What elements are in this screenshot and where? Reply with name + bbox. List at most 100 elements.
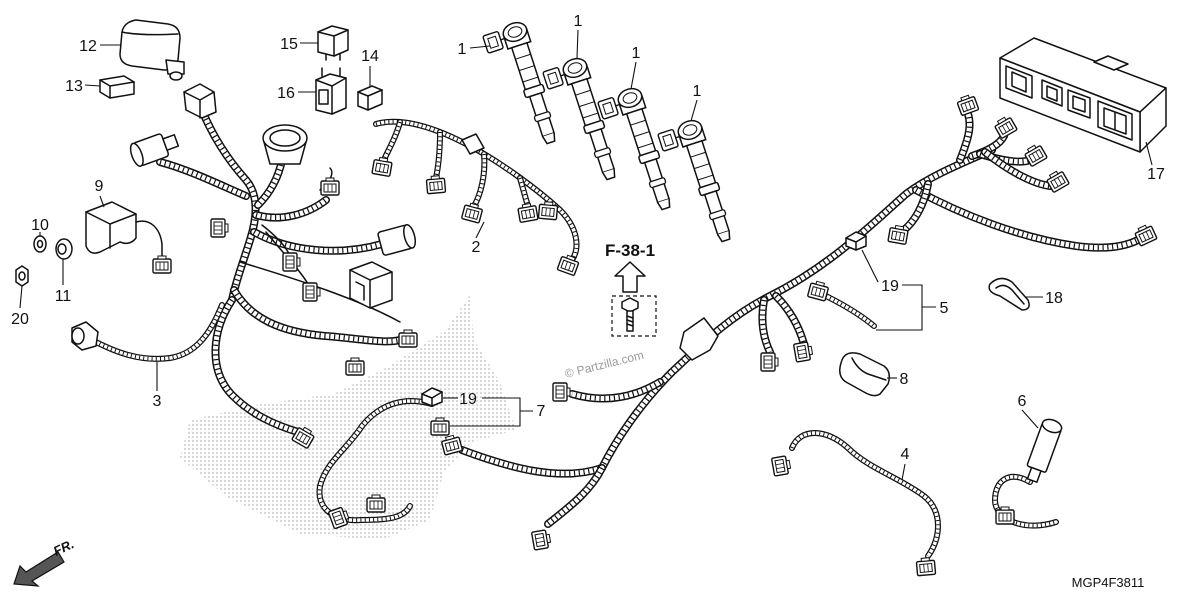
direction-label: FR. — [51, 536, 76, 558]
part-2-sub-harness — [371, 118, 581, 277]
harness-tube-fill — [251, 229, 385, 254]
bolt-icon — [621, 297, 639, 332]
connector — [995, 506, 1015, 525]
ignition-coil — [541, 54, 624, 189]
harness-tube-tape — [317, 399, 433, 522]
part-15-relay — [317, 25, 349, 61]
harness-tube-fill — [90, 303, 224, 361]
part-19-clip — [845, 231, 867, 251]
harness-branch — [912, 186, 1142, 252]
harness-tube-fill — [382, 120, 402, 162]
connector — [516, 201, 539, 224]
connector — [425, 174, 447, 195]
reference-label: F-38-1 — [605, 241, 655, 260]
callout-14: 14 — [361, 48, 379, 65]
callout-7: 7 — [537, 403, 546, 420]
harness-branch — [198, 106, 260, 304]
ignition-coil — [656, 116, 739, 251]
callout-3: 3 — [153, 393, 162, 410]
harness-tube-tape — [213, 298, 299, 435]
part-5-sub-harness — [806, 279, 877, 329]
callout-12: 12 — [79, 38, 97, 55]
harness-tube-fill — [599, 147, 995, 471]
harness-tube-fill — [199, 107, 259, 303]
callout-20: 20 — [11, 311, 29, 328]
harness-tube-tape — [199, 109, 259, 301]
connector — [430, 417, 450, 436]
harness-tube-fill — [157, 159, 249, 199]
stipple-shadow-area — [180, 295, 516, 540]
part-9-module — [85, 201, 172, 274]
front-direction-indicator: FR. — [13, 536, 76, 587]
part-19-clip — [421, 387, 443, 407]
connector — [915, 556, 937, 577]
harness-connectors — [129, 83, 1158, 551]
part-14-rubber-mount — [357, 85, 383, 111]
harness-tube-fill — [824, 294, 876, 328]
harness-tube-tape — [231, 288, 401, 344]
part-4-sub-harness — [770, 430, 941, 577]
harness-tube-tape — [518, 177, 530, 207]
diagram-code: MGP4F3811 — [1072, 575, 1145, 590]
part-20-nut — [15, 265, 29, 287]
callout-1: 1 — [693, 83, 702, 100]
harness-tube-tape — [472, 153, 487, 207]
mounting-bracket — [461, 133, 485, 155]
callout-15: 15 — [280, 36, 298, 53]
sub-harness-tube — [789, 430, 941, 559]
connector — [302, 282, 321, 302]
main-harness — [156, 106, 1142, 528]
harness-boot — [679, 317, 719, 361]
callout-9: 9 — [95, 178, 104, 195]
harness-tube-tape — [774, 294, 807, 345]
callout-13: 13 — [65, 78, 83, 95]
part-8-rubber-cover — [839, 352, 891, 397]
callout-2: 2 — [472, 239, 481, 256]
connector — [345, 357, 365, 376]
callout-4: 4 — [901, 446, 910, 463]
harness-tube-fill — [790, 431, 940, 558]
harness-tube-tape — [902, 183, 931, 232]
connector — [760, 352, 779, 372]
part-10-washer — [33, 235, 47, 253]
harness-tube-fill — [913, 187, 1141, 251]
harness-tube-tape — [759, 299, 773, 354]
up-arrow-icon — [614, 261, 646, 293]
callout-8: 8 — [900, 371, 909, 388]
connector — [152, 255, 172, 274]
callout-1: 1 — [574, 13, 583, 30]
harness-tube-fill — [459, 447, 605, 477]
watermark: © Partzilla.com — [563, 348, 645, 381]
connector — [530, 528, 553, 551]
connector — [371, 155, 394, 178]
harness-tube-tape — [957, 113, 973, 161]
callout-16: 16 — [277, 85, 295, 102]
harness-tube-tape — [255, 197, 328, 221]
large-connector — [349, 261, 393, 309]
callout-1: 1 — [458, 41, 467, 58]
connector — [552, 382, 571, 402]
connector — [398, 329, 418, 348]
callout-1: 1 — [632, 45, 641, 62]
callout-19: 19 — [881, 278, 899, 295]
callout-18: 18 — [1045, 290, 1063, 307]
part-18-band-clip — [988, 277, 1030, 311]
connector — [282, 252, 301, 272]
part-13-connector-block — [99, 75, 135, 99]
cylinder-connector — [377, 223, 417, 256]
callout-numbers: 12 13 15 14 16 1 1 1 1 9 10 11 20 3 2 19… — [11, 13, 1165, 463]
callout-19: 19 — [459, 391, 477, 408]
connector — [792, 340, 815, 363]
connector — [955, 92, 980, 117]
part-16-relay-socket — [315, 67, 347, 115]
callout-11: 11 — [55, 288, 72, 305]
reference-box — [611, 295, 657, 337]
part-6-sensor — [991, 418, 1063, 529]
callout-6: 6 — [1018, 393, 1027, 410]
harness-tube-tape — [382, 121, 402, 161]
callout-5: 5 — [940, 300, 949, 317]
part-11-grommet — [55, 238, 73, 260]
cylinder-connector — [129, 133, 180, 167]
harness-tube-tape — [993, 475, 1057, 528]
part-17-ecu — [999, 37, 1167, 153]
